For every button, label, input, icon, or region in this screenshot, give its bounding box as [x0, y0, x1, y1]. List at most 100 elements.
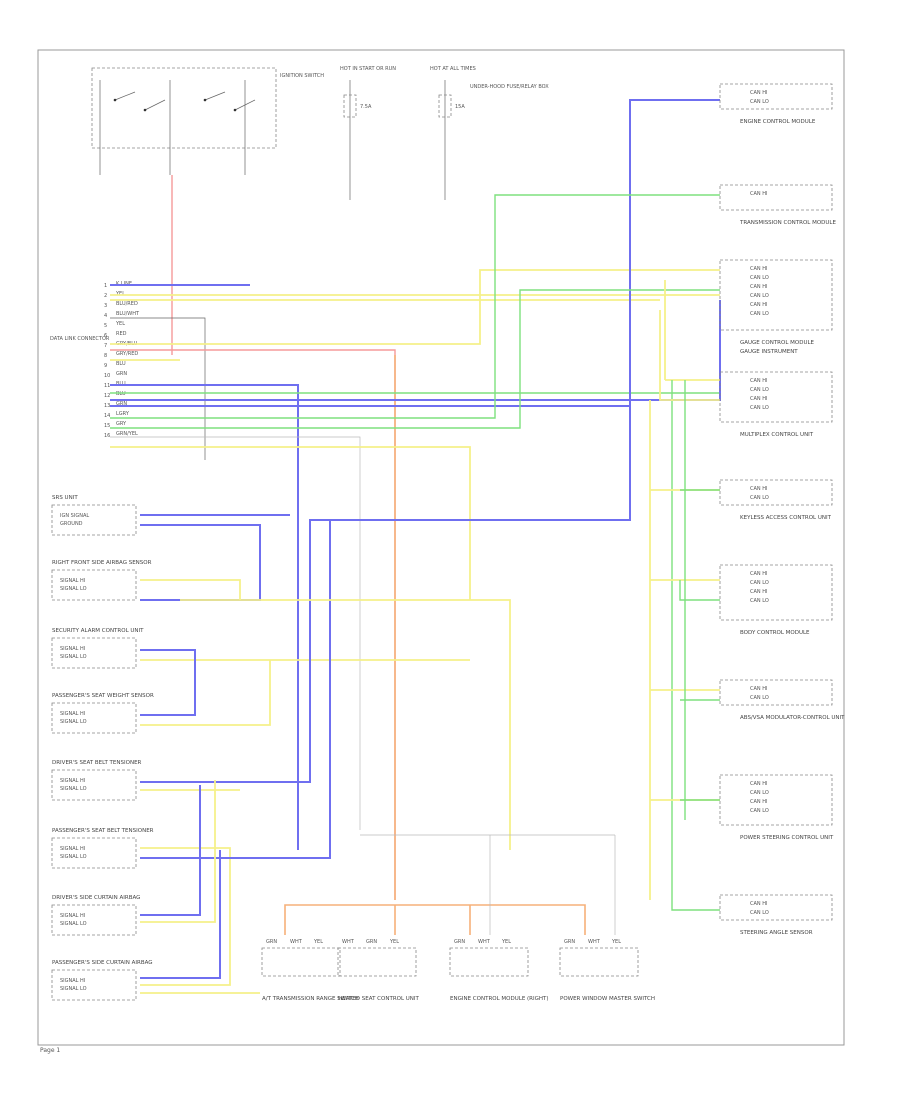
pin-label: CAN HI	[750, 191, 767, 197]
pin-label: CAN HI	[750, 571, 767, 577]
pin-label: CAN LO	[750, 695, 769, 701]
component-label: TRANSMISSION CONTROL MODULE	[739, 220, 836, 226]
right-components: ENGINE CONTROL MODULE CAN HI CAN LO TRANSMI…	[719, 83, 845, 936]
pin-label: SIGNAL LO	[60, 786, 87, 792]
pin-label: CAN LO	[750, 99, 769, 105]
pin-label: SIGNAL HI	[60, 846, 85, 852]
connector-pin-label: RED	[116, 331, 127, 337]
pin-label: CAN LO	[750, 495, 769, 501]
component-label: ABS/VSA MODULATOR-CONTROL UNIT	[740, 715, 845, 721]
pin-label: SIGNAL LO	[60, 854, 87, 860]
connector-pin-label: GRY/RED	[116, 351, 138, 357]
connector-pin-number: 7	[104, 343, 107, 349]
connector-pin-label: LGRY	[116, 411, 130, 417]
svg-text:HOT AT ALL TIMES: HOT AT ALL TIMES	[430, 66, 476, 72]
fuse-hot-start-run: HOT IN START OR RUN 7.5A	[340, 66, 396, 200]
pin-label: GRN	[266, 939, 277, 945]
pin-label: CAN HI	[750, 302, 767, 308]
component-label: DRIVER'S SIDE CURTAIN AIRBAG	[52, 895, 140, 901]
pin-label: CAN HI	[750, 686, 767, 692]
component-label: PASSENGER'S SEAT WEIGHT SENSOR	[52, 693, 154, 699]
pin-label: WHT	[588, 939, 601, 945]
pin-label: CAN HI	[750, 486, 767, 492]
pin-label: CAN LO	[750, 808, 769, 814]
diagram-frame	[37, 49, 845, 1046]
component-label: GAUGE INSTRUMENT	[740, 349, 798, 355]
connector-pin-number: 6	[104, 333, 107, 339]
connector-pin-number: 4	[104, 313, 107, 319]
pin-label: SIGNAL HI	[60, 578, 85, 584]
bottom-component: GRN WHT YEL A/T TRANSMISSION RANGE SWITCH	[261, 939, 359, 1002]
component-label: GAUGE CONTROL MODULE	[740, 340, 815, 346]
pin-label: CAN LO	[750, 405, 769, 411]
pin-label: SIGNAL HI	[60, 711, 85, 717]
connector-pin-number: 9	[104, 363, 107, 369]
svg-text:7.5A: 7.5A	[360, 104, 372, 110]
connector-pin-label: GRN	[116, 401, 127, 407]
component-label: BODY CONTROL MODULE	[740, 630, 810, 636]
connector-pin-number: 3	[104, 303, 107, 309]
pin-label: GRN	[564, 939, 575, 945]
pin-label: CAN HI	[750, 90, 767, 96]
pin-label: CAN HI	[750, 589, 767, 595]
pin-label: WHT	[478, 939, 491, 945]
connector-pin-label: GRN/YEL	[116, 431, 138, 437]
pin-label: SIGNAL LO	[60, 986, 87, 992]
pin-label: WHT	[342, 939, 355, 945]
pin-label: YEL	[501, 939, 511, 945]
component-label: SRS UNIT	[52, 495, 78, 501]
pin-label: SIGNAL HI	[60, 778, 85, 784]
right-component: TRANSMISSION CONTROL MODULE CAN HI	[719, 184, 836, 226]
component-label: POWER WINDOW MASTER SWITCH	[560, 996, 655, 1002]
connector-pin-label: GRY	[116, 421, 127, 427]
connector-pin-label: BLU	[116, 361, 126, 367]
component-label: PASSENGER'S SEAT BELT TENSIONER	[52, 828, 154, 834]
component-label: KEYLESS ACCESS CONTROL UNIT	[740, 515, 832, 521]
pin-label: SIGNAL HI	[60, 913, 85, 919]
component-label: MULTIPLEX CONTROL UNIT	[740, 432, 814, 438]
pin-label: CAN HI	[750, 781, 767, 787]
right-component: KEYLESS ACCESS CONTROL UNIT CAN HI CAN LO	[719, 479, 833, 521]
left-component: PASSENGER'S SIDE CURTAIN AIRBAG SIGNAL HI…	[51, 960, 153, 1001]
right-component: ENGINE CONTROL MODULE CAN HI CAN LO	[719, 83, 833, 125]
svg-text:15A: 15A	[455, 104, 465, 110]
component-label: A/T TRANSMISSION RANGE SWITCH	[262, 996, 359, 1002]
left-component: PASSENGER'S SEAT BELT TENSIONER SIGNAL HI…	[51, 828, 154, 869]
pin-label: CAN LO	[750, 293, 769, 299]
fuse-hot-all-times: HOT AT ALL TIMES UNDER-HOOD FUSE/RELAY B…	[430, 66, 549, 200]
right-component: ABS/VSA MODULATOR-CONTROL UNIT CAN HI CAN …	[719, 679, 845, 721]
connector-pin-number: 1	[104, 283, 107, 289]
pin-label: WHT	[290, 939, 303, 945]
pin-label: YEL	[313, 939, 323, 945]
svg-text:UNDER-HOOD FUSE/RELAY BOX: UNDER-HOOD FUSE/RELAY BOX	[470, 84, 549, 90]
component-label: ENGINE CONTROL MODULE	[740, 119, 816, 125]
connector-pin-number: 11	[104, 383, 110, 389]
connector-pin-number: 15	[104, 423, 110, 429]
bottom-components: GRN WHT YEL A/T TRANSMISSION RANGE SWITCH WH…	[261, 939, 655, 1002]
pin-label: SIGNAL LO	[60, 586, 87, 592]
svg-text:HOT IN START OR RUN: HOT IN START OR RUN	[340, 66, 396, 72]
connector-pin-label: BLU/RED	[116, 301, 138, 307]
connector-pin-label: YEL	[115, 321, 125, 327]
connector-pin-label: BLU	[116, 391, 126, 397]
pin-label: SIGNAL LO	[60, 719, 87, 725]
left-component: RIGHT FRONT SIDE AIRBAG SENSOR SIGNAL HI S…	[51, 560, 152, 601]
diagram-code: Page 1	[40, 1047, 60, 1054]
component-label: PASSENGER'S SIDE CURTAIN AIRBAG	[52, 960, 153, 966]
pin-label: CAN LO	[750, 598, 769, 604]
connector-pin-number: 13	[104, 403, 110, 409]
pin-label: SIGNAL HI	[60, 978, 85, 984]
component-label: ENGINE CONTROL MODULE (RIGHT)	[450, 996, 549, 1002]
connector-pin-number: 16	[104, 433, 110, 439]
connector-pin-label: GRN	[116, 371, 127, 377]
pin-label: SIGNAL LO	[60, 654, 87, 660]
component-label: RIGHT FRONT SIDE AIRBAG SENSOR	[52, 560, 152, 566]
connector-pin-label: YEL	[115, 291, 125, 297]
